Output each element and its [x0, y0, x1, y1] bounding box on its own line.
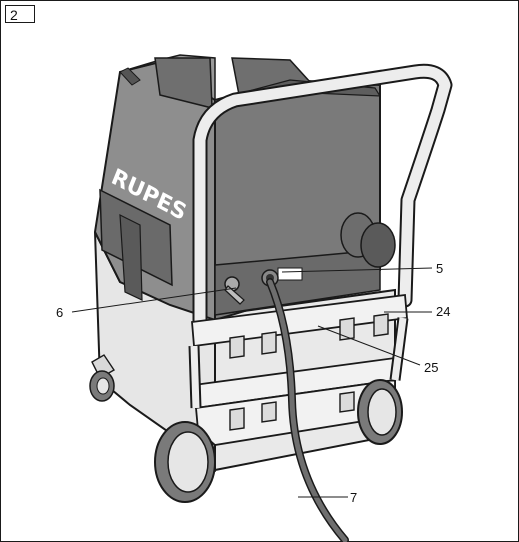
callout-25: 25	[424, 360, 438, 375]
trolley-handle-fill	[194, 65, 451, 331]
wheel-front-right	[357, 379, 403, 445]
tool-clips	[229, 313, 389, 431]
caster-rear-left	[89, 354, 115, 402]
side-pocket-flap	[119, 213, 143, 301]
figure-number: 2	[5, 5, 35, 23]
callout-6: 6	[56, 305, 63, 320]
suction-port-cap	[360, 222, 396, 268]
callout-5: 5	[436, 261, 443, 276]
upper-crossbar	[191, 293, 408, 348]
callout-7: 7	[350, 490, 357, 505]
panel-label	[277, 267, 303, 281]
callout-24: 24	[436, 304, 450, 319]
trolley-upright-left-fill	[190, 345, 200, 409]
head-corner-left	[119, 67, 141, 86]
power-hose-fill	[267, 279, 348, 542]
control-panel	[214, 249, 381, 316]
callout-leaders	[71, 267, 433, 498]
trolley-upright-right-fill	[391, 317, 407, 381]
wheel-front-left	[154, 421, 216, 503]
power-plug	[224, 285, 245, 305]
